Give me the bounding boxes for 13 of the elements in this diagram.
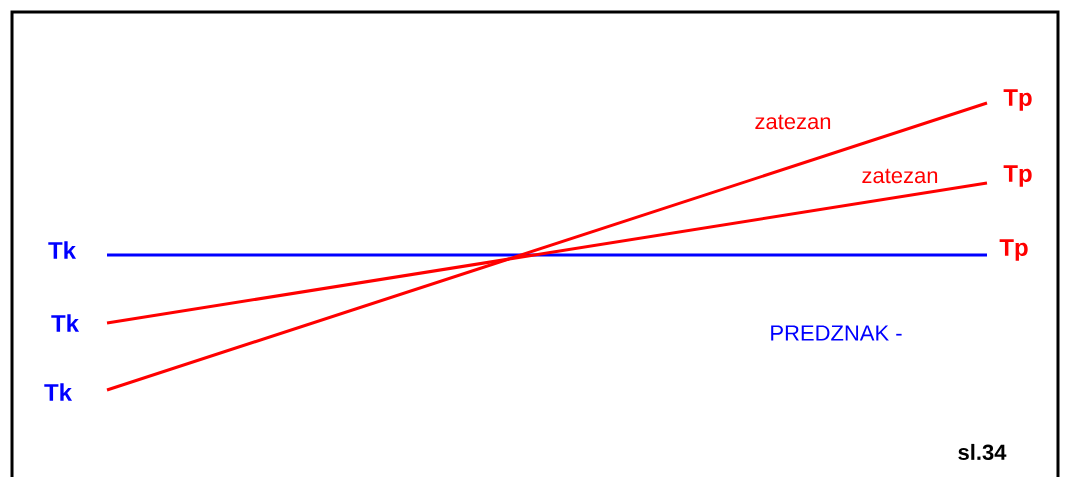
end-label: Tk (51, 314, 80, 332)
edge-label: zatezan (752, 112, 834, 132)
line (106, 101, 988, 392)
end-label: Tk (44, 383, 73, 401)
line (107, 253, 987, 257)
end-label: Tk (48, 241, 77, 259)
edge-label: zatezan (859, 166, 941, 186)
end-label: Tp (1003, 165, 1032, 187)
line (106, 181, 988, 325)
note-text: sl.34 (958, 443, 1007, 461)
end-label: Tp (999, 239, 1028, 261)
end-label: Tp (1003, 89, 1032, 111)
note-text: PREDZNAK - (771, 325, 902, 341)
